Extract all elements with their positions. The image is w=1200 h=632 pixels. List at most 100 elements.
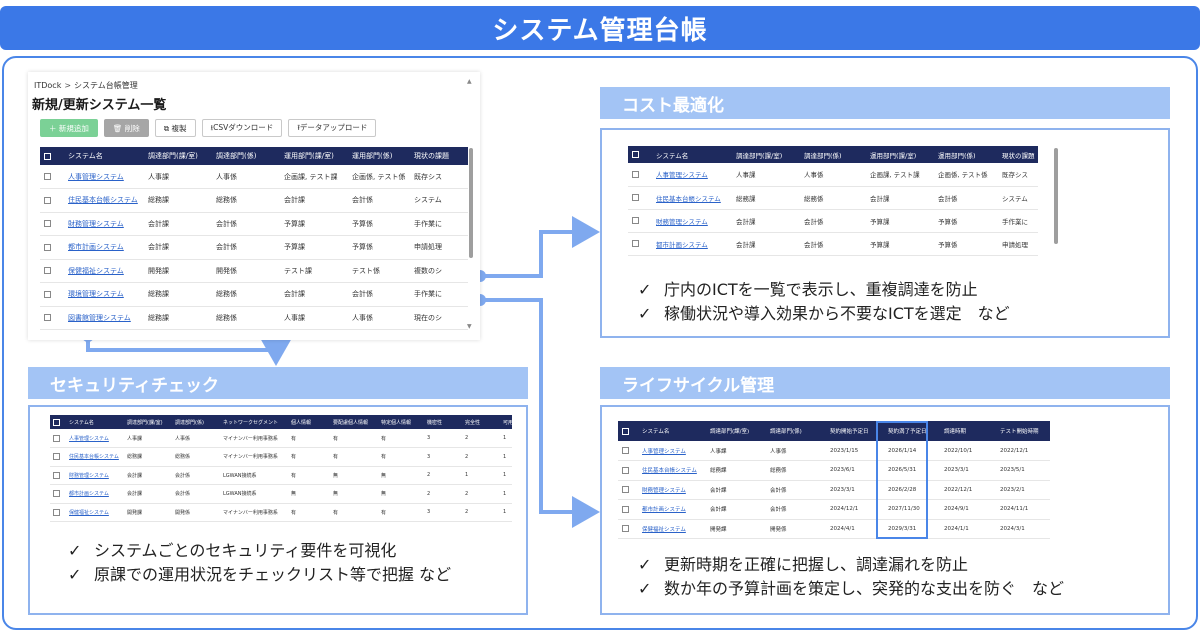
row-select-cell[interactable]	[628, 209, 652, 233]
table-row[interactable]: 環境管理システム総務課総務係会計課会計係手作業に	[40, 282, 468, 307]
column-header[interactable]: 現状の課題	[998, 146, 1038, 163]
table-row[interactable]: 住民基本台帳システム総務課総務係会計課会計係システム	[40, 188, 468, 213]
row-select-cell[interactable]	[50, 503, 66, 522]
row-select-cell[interactable]	[40, 282, 64, 307]
row-checkbox[interactable]	[44, 290, 51, 298]
row-checkbox[interactable]	[622, 505, 629, 513]
column-header[interactable]: ネットワークセグメント	[220, 415, 288, 429]
select-all-checkbox[interactable]	[622, 427, 629, 435]
column-header[interactable]: 調達部門(課/室)	[144, 147, 212, 165]
scroll-down-icon[interactable]: ▼	[467, 323, 472, 330]
column-header[interactable]: システム名	[64, 147, 144, 165]
table-row[interactable]: 図書館管理システム総務課総務係人事課人事係現在のシ	[40, 306, 468, 330]
system-name-link[interactable]: 人事管理システム	[642, 448, 686, 455]
copy-button[interactable]: ⧉ 複製	[154, 119, 196, 137]
column-header[interactable]: 調達時期	[940, 421, 996, 441]
row-checkbox[interactable]	[622, 486, 629, 494]
row-select-cell[interactable]	[50, 466, 66, 485]
column-header[interactable]: 契約開始予定日	[826, 421, 884, 441]
row-checkbox[interactable]	[622, 466, 629, 474]
column-header[interactable]: 個人情報	[288, 415, 330, 429]
column-header[interactable]: システム名	[638, 421, 706, 441]
row-select-cell[interactable]	[618, 480, 638, 500]
row-select-cell[interactable]	[50, 429, 66, 448]
row-select-cell[interactable]	[618, 441, 638, 461]
header-select-all[interactable]	[628, 146, 652, 163]
system-name-link[interactable]: 住民基本台帳システム	[656, 194, 721, 203]
row-select-cell[interactable]	[40, 212, 64, 236]
table-row[interactable]: 保健福祉システム開発課開発係テスト課テスト係複数のシ	[40, 259, 468, 283]
row-select-cell[interactable]	[618, 460, 638, 481]
delete-button[interactable]: 🗑 削除	[103, 119, 149, 137]
table-row[interactable]: 人事管理システム人事課人事係企画課, テスト課企画係, テスト係既存シス	[40, 165, 468, 189]
row-checkbox[interactable]	[53, 434, 60, 442]
row-select-cell[interactable]	[628, 163, 652, 187]
column-header[interactable]: システム名	[652, 146, 732, 163]
system-name-link[interactable]: 住民基本台帳システム	[69, 454, 119, 461]
system-name-link[interactable]: 保健福祉システム	[68, 266, 124, 275]
row-checkbox[interactable]	[53, 508, 60, 516]
row-select-cell[interactable]	[40, 259, 64, 283]
row-checkbox[interactable]	[44, 314, 51, 322]
row-select-cell[interactable]	[618, 499, 638, 520]
vertical-scrollbar[interactable]: ▲ ▼	[467, 78, 474, 330]
header-select-all[interactable]	[40, 147, 64, 165]
add-button[interactable]: ＋ 新規追加	[40, 119, 98, 137]
column-header[interactable]: 調達部門(課/室)	[706, 421, 766, 441]
column-header[interactable]: 運用部門(係)	[934, 146, 998, 163]
row-checkbox[interactable]	[44, 267, 51, 275]
column-header[interactable]: 運用部門(係)	[348, 147, 410, 165]
row-select-cell[interactable]	[618, 519, 638, 539]
header-select-all[interactable]	[50, 415, 66, 429]
breadcrumb-root[interactable]: ITDock	[34, 81, 62, 90]
table-row[interactable]: 財務管理システム会計課会計係予算課予算係手作業に	[628, 209, 1038, 233]
row-select-cell[interactable]	[628, 232, 652, 256]
csv-download-button[interactable]: ⭳CSVダウンロード	[201, 119, 283, 137]
row-checkbox[interactable]	[44, 196, 51, 204]
system-name-link[interactable]: 都市計画システム	[68, 243, 124, 252]
column-header[interactable]: 調達部門(課/室)	[124, 415, 172, 429]
column-header[interactable]: 要配慮個人情報	[330, 415, 378, 429]
column-header[interactable]: 運用部門(課/室)	[280, 147, 348, 165]
system-name-link[interactable]: 財務管理システム	[68, 219, 124, 228]
table-row[interactable]: 財務管理システム会計課会計係予算課予算係手作業に	[40, 212, 468, 236]
scroll-up-icon[interactable]: ▲	[467, 78, 472, 85]
row-select-cell[interactable]	[40, 306, 64, 330]
column-header[interactable]: テスト開始時期	[996, 421, 1050, 441]
row-checkbox[interactable]	[622, 447, 629, 454]
system-name-link[interactable]: 財務管理システム	[642, 487, 686, 494]
row-checkbox[interactable]	[622, 525, 629, 533]
column-header[interactable]: 特定個人情報	[378, 415, 424, 429]
row-select-cell[interactable]	[40, 235, 64, 260]
header-select-all[interactable]	[618, 421, 638, 441]
table-row[interactable]: 人事管理システム人事課人事係企画課, テスト課企画係, テスト係既存シス	[628, 163, 1038, 187]
system-name-link[interactable]: 都市計画システム	[656, 240, 708, 249]
row-checkbox[interactable]	[44, 243, 51, 251]
row-checkbox[interactable]	[632, 170, 639, 178]
row-checkbox[interactable]	[632, 217, 639, 224]
column-header[interactable]: 調達部門(係)	[766, 421, 826, 441]
system-name-link[interactable]: 財務管理システム	[69, 472, 109, 479]
cost-scrollbar[interactable]	[1054, 148, 1058, 244]
column-header[interactable]: 可用	[500, 415, 512, 429]
row-select-cell[interactable]	[628, 186, 652, 210]
column-header[interactable]: 調達部門(係)	[172, 415, 220, 429]
scroll-thumb[interactable]	[469, 148, 473, 258]
table-row[interactable]: 都市計画システム会計課会計係予算課予算係申請処理	[40, 235, 468, 260]
table-row[interactable]: 住民基本台帳システム総務課総務係会計課会計係システム	[628, 186, 1038, 210]
column-header[interactable]: 調達部門(課/室)	[732, 146, 800, 163]
system-name-link[interactable]: 保健福祉システム	[69, 509, 109, 516]
row-select-cell[interactable]	[50, 484, 66, 504]
row-checkbox[interactable]	[632, 240, 639, 247]
row-checkbox[interactable]	[44, 220, 51, 228]
system-name-link[interactable]: 保健福祉システム	[642, 526, 686, 533]
